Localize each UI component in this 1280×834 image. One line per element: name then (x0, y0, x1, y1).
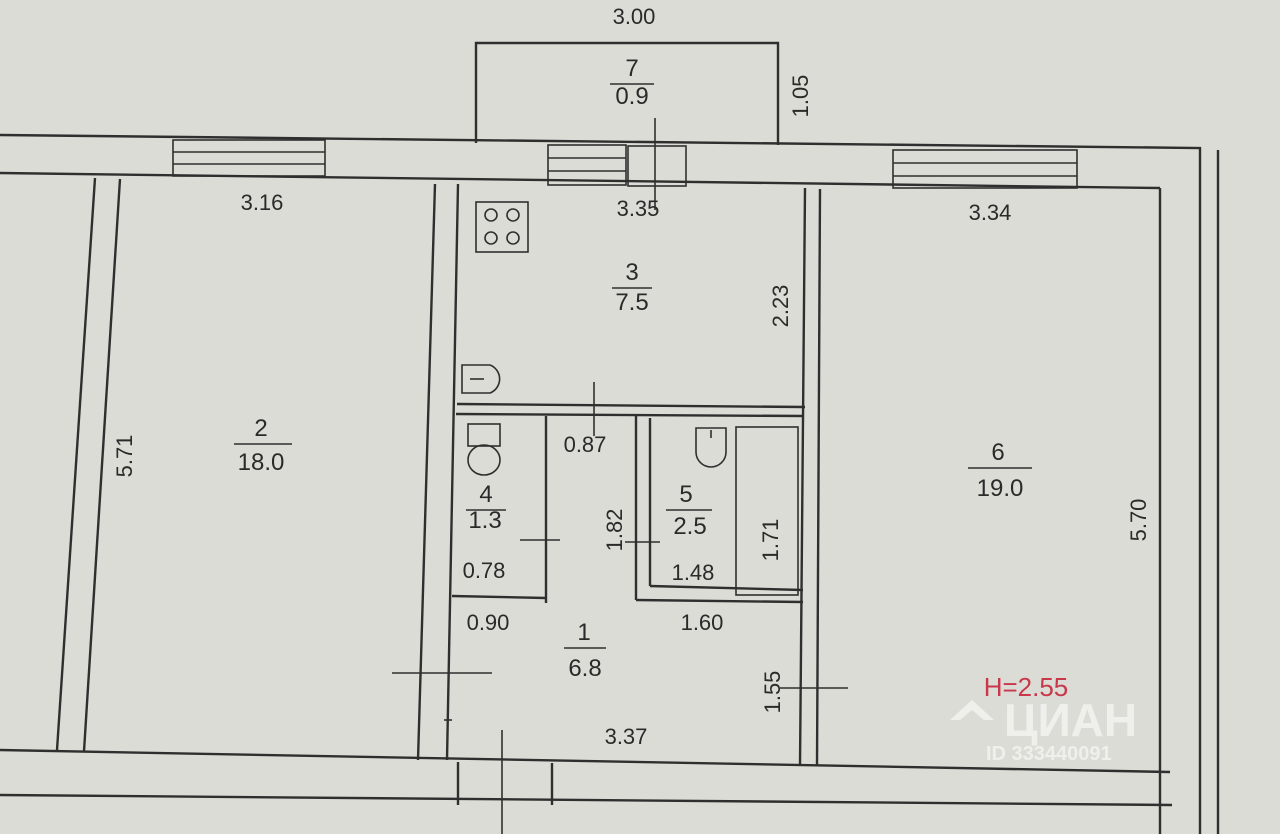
bathtub-icon (735, 426, 799, 596)
room-label-6: 6 19.0 (968, 439, 1032, 502)
room-label-1: 1 6.8 (564, 619, 606, 682)
svg-text:18.0: 18.0 (238, 449, 285, 476)
room-label-2: 2 18.0 (234, 415, 292, 476)
interior-walls (55, 177, 822, 805)
stove-icon (475, 201, 529, 253)
dim-room6-height: 5.70 (1126, 499, 1151, 542)
svg-text:2: 2 (254, 415, 267, 442)
dim-corridor-top: 0.87 (564, 432, 607, 457)
dim-bath-door: 1.60 (681, 610, 724, 635)
dim-room6-width: 3.34 (969, 200, 1012, 225)
svg-text:2.5: 2.5 (673, 513, 706, 540)
dim-bath-width: 1.48 (672, 560, 715, 585)
svg-text:1: 1 (577, 619, 590, 646)
dim-room2-height: 5.71 (112, 435, 137, 478)
watermark-logo: ЦИАН ID 333440091 (950, 694, 1137, 765)
dim-hall-width: 3.37 (605, 724, 648, 749)
watermark-id: ID 333440091 (986, 743, 1112, 765)
window-left (172, 139, 326, 177)
balcony (474, 41, 780, 145)
svg-text:ЦИАН: ЦИАН (1004, 694, 1137, 746)
balcony-door (627, 145, 687, 187)
door-marks (392, 118, 848, 834)
washbasin-icon (695, 427, 727, 468)
room-label-4: 4 1.3 (466, 481, 506, 534)
svg-text:7: 7 (625, 55, 638, 82)
dim-hall-depth: 1.55 (760, 671, 785, 714)
room-label-3: 3 7.5 (612, 259, 652, 316)
dim-bath-length: 1.71 (758, 519, 783, 562)
dim-corridor-mid: 1.82 (602, 509, 627, 552)
sink-icon (461, 364, 501, 394)
dim-kitchen-width: 3.35 (617, 196, 660, 221)
svg-text:4: 4 (479, 481, 492, 508)
svg-text:6: 6 (991, 439, 1004, 466)
dim-balcony-width: 3.00 (613, 4, 656, 29)
window-right (892, 149, 1078, 189)
room-label-7: 7 0.9 (610, 55, 654, 110)
svg-text:7.5: 7.5 (615, 289, 648, 316)
window-kitchen (547, 144, 627, 186)
dim-wc-door: 0.90 (467, 610, 510, 635)
ceiling-height-label: H=2.55 (984, 672, 1069, 702)
svg-text:6.8: 6.8 (568, 655, 601, 682)
svg-text:3: 3 (625, 259, 638, 286)
svg-text:5: 5 (679, 481, 692, 508)
dim-balcony-depth: 1.05 (788, 75, 813, 118)
dim-kitchen-depth: 2.23 (768, 285, 793, 328)
toilet-icon (467, 423, 501, 476)
room-label-5: 5 2.5 (666, 481, 712, 540)
svg-text:1.3: 1.3 (468, 507, 501, 534)
svg-text:0.9: 0.9 (615, 83, 648, 110)
dim-wc-width: 0.78 (463, 558, 506, 583)
dim-room2-width: 3.16 (241, 190, 284, 215)
svg-text:19.0: 19.0 (977, 475, 1024, 502)
